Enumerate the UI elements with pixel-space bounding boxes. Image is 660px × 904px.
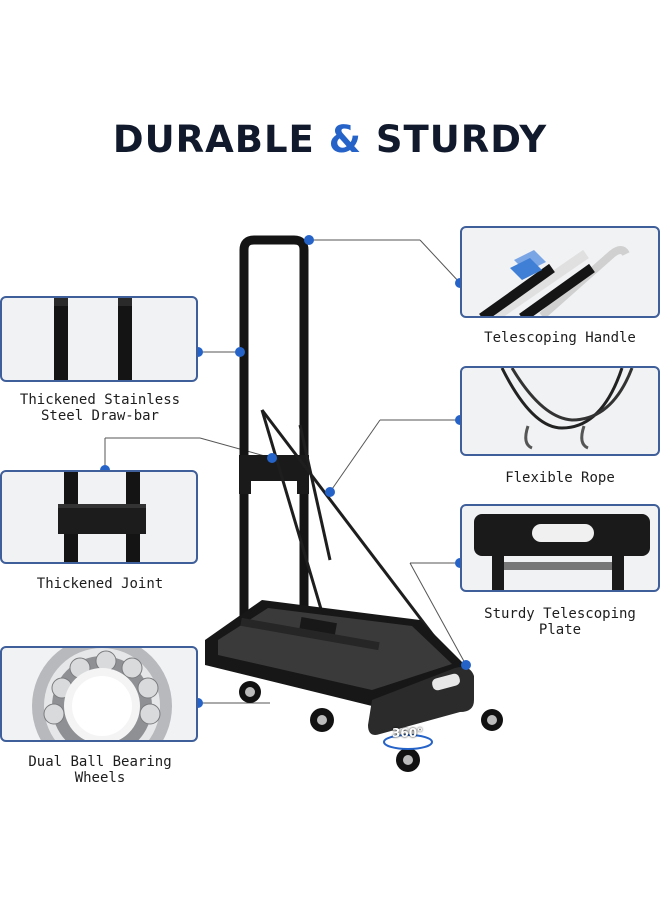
draw-bar-label-line2: Steel Draw-bar [40,408,159,424]
draw-bar-image [0,296,198,382]
draw-bar-label-line1: Thickened Stainless [19,392,181,408]
trolley-handle [239,235,309,620]
flexible-rope-label: Flexible Rope [505,470,615,486]
flexible-rope-image [460,366,660,456]
rotation-badge: 360° [392,726,424,740]
callout-lines [104,239,467,704]
title-sturdy: STURDY [375,118,548,161]
thickened-joint-label: Thickened Joint [36,576,164,592]
ball-bearing-label: Dual Ball Bearing Wheels [28,754,172,786]
telescoping-plate-label: Sturdy Telescoping Plate [484,606,636,638]
telescoping-plate-image [460,504,660,592]
title-durable: DURABLE [112,118,315,161]
trolley-platform [205,600,474,735]
thickened-joint-image [0,470,198,564]
telescoping-handle-label: Telescoping Handle [484,330,636,346]
title-ampersand: & [328,118,362,161]
telescoping-handle-image [460,226,660,318]
trolley-wheels [239,681,503,772]
rotation-arrow-icon [383,734,433,750]
ball-bearing-image [0,646,198,742]
page-title: DURABLE & STURDY [0,118,660,161]
